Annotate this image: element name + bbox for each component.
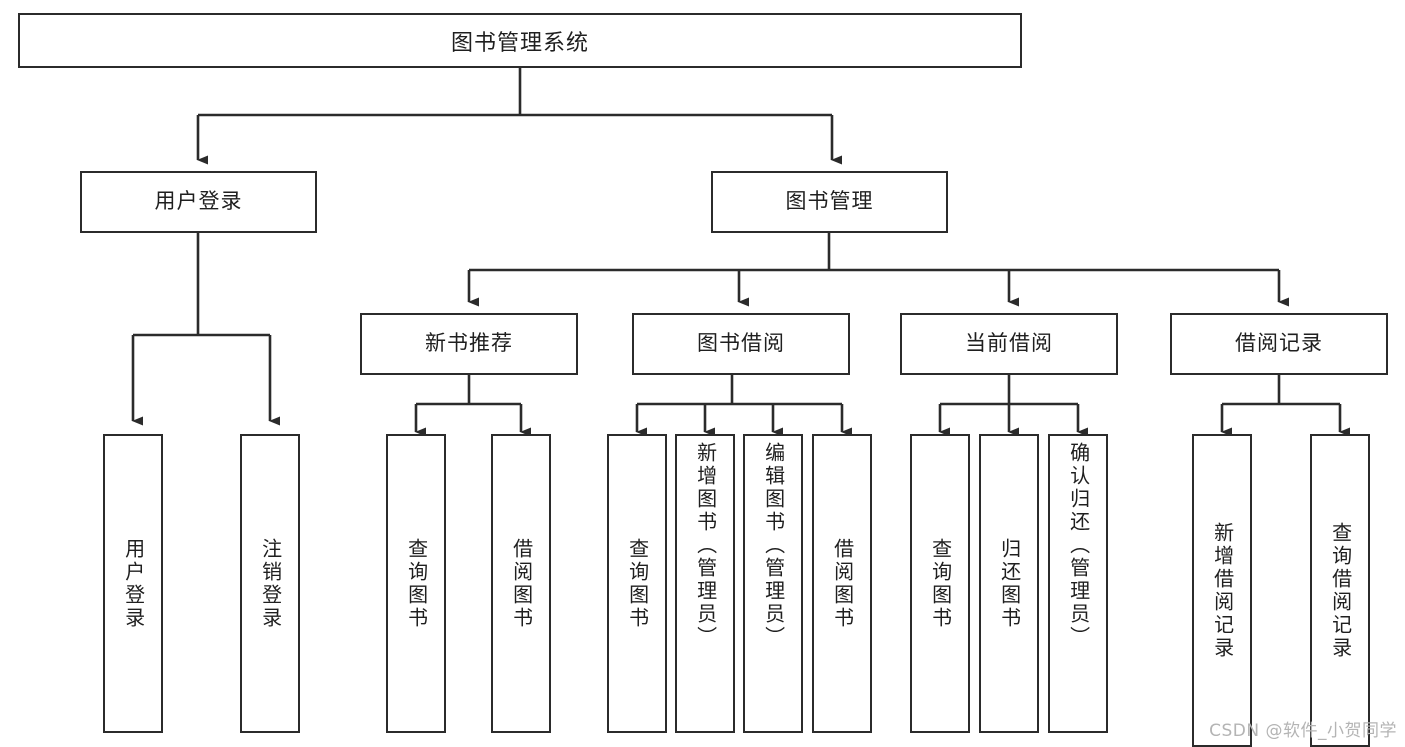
csdn-watermark: CSDN @软件_小贺同学: [1209, 721, 1397, 741]
leaf-query-book-current[interactable]: 查询图书: [910, 434, 970, 733]
node-label: 新增借阅记录: [1210, 521, 1235, 660]
node-label: 新增图书（管理员）: [693, 442, 718, 649]
node-label: 注销登录: [258, 537, 283, 630]
leaf-add-borrow-record[interactable]: 新增借阅记录: [1192, 434, 1252, 747]
node-borrowing-record[interactable]: 借阅记录: [1170, 313, 1388, 375]
leaf-query-book-new-rec[interactable]: 查询图书: [386, 434, 446, 733]
node-label: 图书借阅: [697, 331, 785, 356]
node-label: 当前借阅: [965, 331, 1053, 356]
node-label: 查询图书: [625, 537, 650, 630]
node-label: 图书管理系统: [450, 30, 589, 56]
node-root-book-management-system[interactable]: 图书管理系统: [18, 13, 1022, 68]
leaf-return-book[interactable]: 归还图书: [979, 434, 1039, 733]
leaf-add-book-admin[interactable]: 新增图书（管理员）: [675, 434, 735, 733]
node-label: 借阅记录: [1235, 331, 1323, 356]
node-new-book-recommendation[interactable]: 新书推荐: [360, 313, 578, 375]
node-label: 用户登录: [154, 189, 243, 214]
node-label: 查询图书: [928, 537, 953, 630]
leaf-query-book-borrow[interactable]: 查询图书: [607, 434, 667, 733]
leaf-borrow-book-borrow[interactable]: 借阅图书: [812, 434, 872, 733]
node-label: 新书推荐: [425, 331, 513, 356]
leaf-borrow-book-new-rec[interactable]: 借阅图书: [491, 434, 551, 733]
node-book-borrowing[interactable]: 图书借阅: [632, 313, 850, 375]
node-label: 归还图书: [997, 537, 1022, 630]
leaf-user-login[interactable]: 用户登录: [103, 434, 163, 733]
leaf-logout-login[interactable]: 注销登录: [240, 434, 300, 733]
node-label: 图书管理: [785, 189, 874, 214]
node-label: 查询图书: [404, 537, 429, 630]
node-current-borrowing[interactable]: 当前借阅: [900, 313, 1118, 375]
node-label: 编辑图书（管理员）: [761, 442, 786, 649]
node-user-login[interactable]: 用户登录: [80, 171, 317, 233]
node-label: 用户登录: [121, 537, 146, 630]
node-book-management[interactable]: 图书管理: [711, 171, 948, 233]
leaf-confirm-return-admin[interactable]: 确认归还（管理员）: [1048, 434, 1108, 733]
node-label: 查询借阅记录: [1328, 521, 1353, 660]
node-label: 借阅图书: [509, 537, 534, 630]
node-label: 借阅图书: [830, 537, 855, 630]
leaf-edit-book-admin[interactable]: 编辑图书（管理员）: [743, 434, 803, 733]
leaf-query-borrow-record[interactable]: 查询借阅记录: [1310, 434, 1370, 747]
node-label: 确认归还（管理员）: [1066, 442, 1091, 649]
